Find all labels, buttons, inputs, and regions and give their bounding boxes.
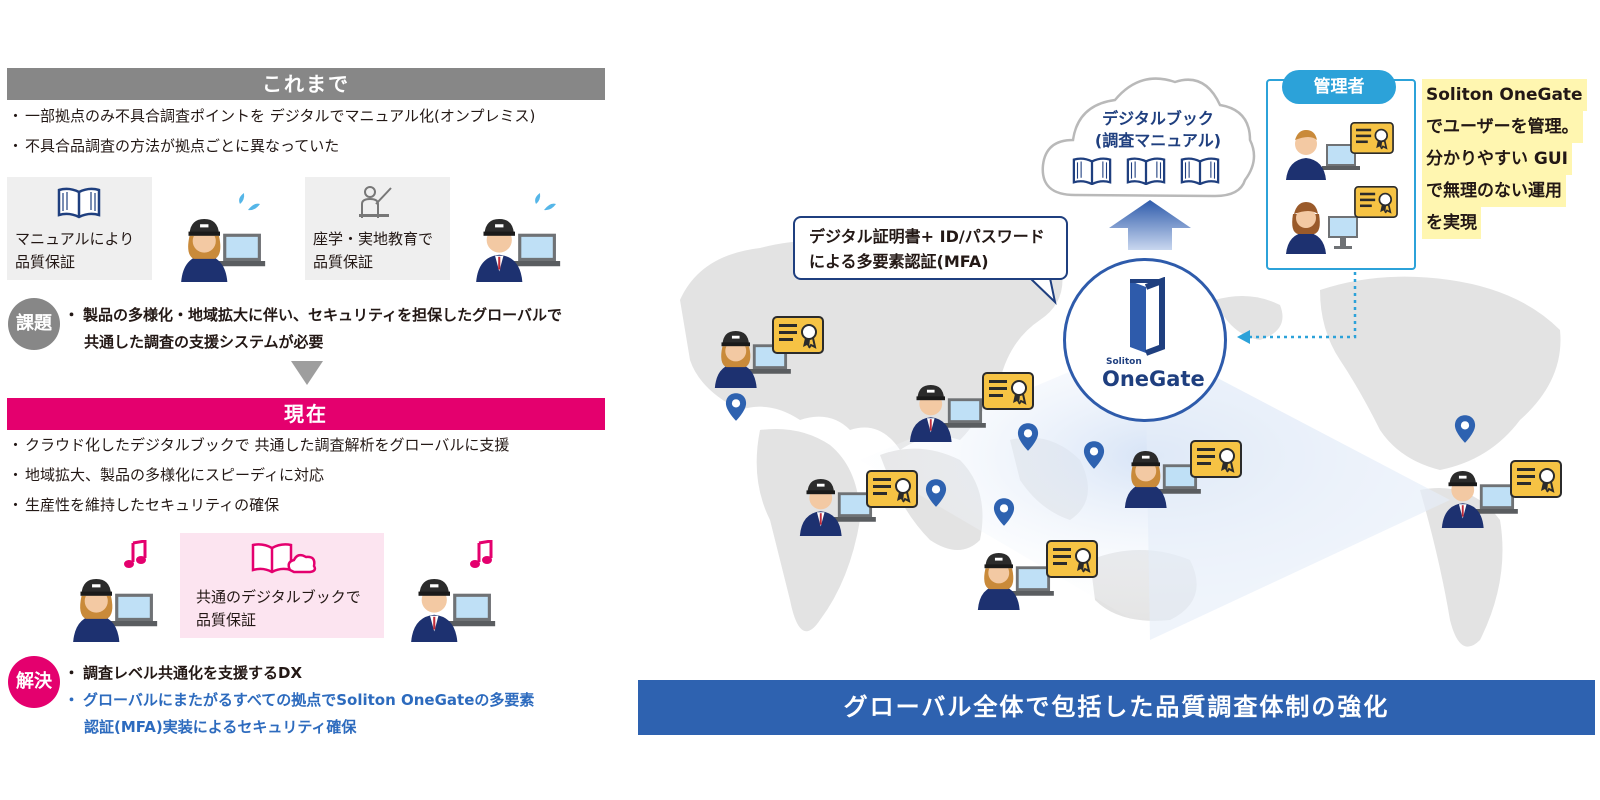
certificate-icon xyxy=(1046,540,1098,578)
certificate-icon xyxy=(1510,460,1562,498)
admin-label: 管理者 xyxy=(1282,70,1396,104)
before-bullet-2: 不具合品調査の方法が拠点ごとに異なっていた xyxy=(8,136,339,156)
certificate-icon xyxy=(1190,440,1242,478)
bottom-banner: グローバル全体で包括した品質調査体制の強化 xyxy=(638,680,1595,735)
issue-text: 製品の多様化・地域拡大に伴い、セキュリティを担保したグローバルで 共通した調査の… xyxy=(64,302,562,356)
now-header: 現在 xyxy=(7,398,605,430)
now-bullet-2: 地域拡大、製品の多様化にスピーディに対応 xyxy=(8,465,324,485)
sweat-icon xyxy=(239,193,260,211)
worker-figure xyxy=(73,579,158,642)
common-book-text: 共通のデジタルブックで品質保証 xyxy=(196,588,361,629)
admin-figure xyxy=(1286,202,1358,254)
certificate-icon xyxy=(1350,122,1394,154)
cloud-book-icon xyxy=(251,543,317,574)
sweat-icon xyxy=(535,193,556,211)
certificate-icon xyxy=(772,316,824,354)
book-icon xyxy=(57,187,101,219)
mfa-callout: デジタル証明書+ ID/パスワードによる多要素認証(MFA) xyxy=(793,216,1068,280)
music-note-icon xyxy=(124,540,147,568)
education-box-text: 座学・実地教育で品質保証 xyxy=(313,230,434,271)
teacher-icon xyxy=(359,186,392,218)
onegate-mark-icon xyxy=(1130,277,1165,356)
solution-badge: 解決 xyxy=(8,656,60,708)
solution-text: 調査レベル共通化を支援するDX グローバルにまたがるすべての拠点でSoliton… xyxy=(64,660,534,741)
before-bullet-1: 一部拠点のみ不具合調査ポイントを デジタルでマニュアル化(オンプレミス) xyxy=(8,106,535,126)
before-header: これまで xyxy=(7,68,605,100)
issue-badge: 課題 xyxy=(8,298,60,350)
onegate-logo-text: OneGate xyxy=(1102,367,1205,391)
digital-book-label: デジタルブック(調査マニュアル) xyxy=(1094,109,1222,150)
admin-figure xyxy=(1286,130,1360,180)
worker-figure xyxy=(411,579,496,642)
worker-figure xyxy=(977,553,1054,610)
certificate-icon xyxy=(982,372,1034,410)
manual-box-text: マニュアルにより品質保証 xyxy=(15,230,135,271)
now-bullet-1: クラウド化したデジタルブックで 共通した調査解析をグローバルに支援 xyxy=(8,435,509,455)
worker-figure xyxy=(909,385,986,442)
down-arrow-icon xyxy=(291,361,323,385)
certificate-icon xyxy=(1354,186,1398,218)
worker-figure xyxy=(1441,471,1518,528)
education-box xyxy=(305,177,450,280)
now-bullet-3: 生産性を維持したセキュリティの確保 xyxy=(8,495,279,515)
admin-description: Soliton OneGate でユーザーを管理。 分かりやすい GUI で無理… xyxy=(1422,79,1587,239)
certificate-icon xyxy=(866,470,918,508)
music-note-icon xyxy=(470,540,493,568)
onegate-logo-small: Soliton xyxy=(1106,357,1142,367)
